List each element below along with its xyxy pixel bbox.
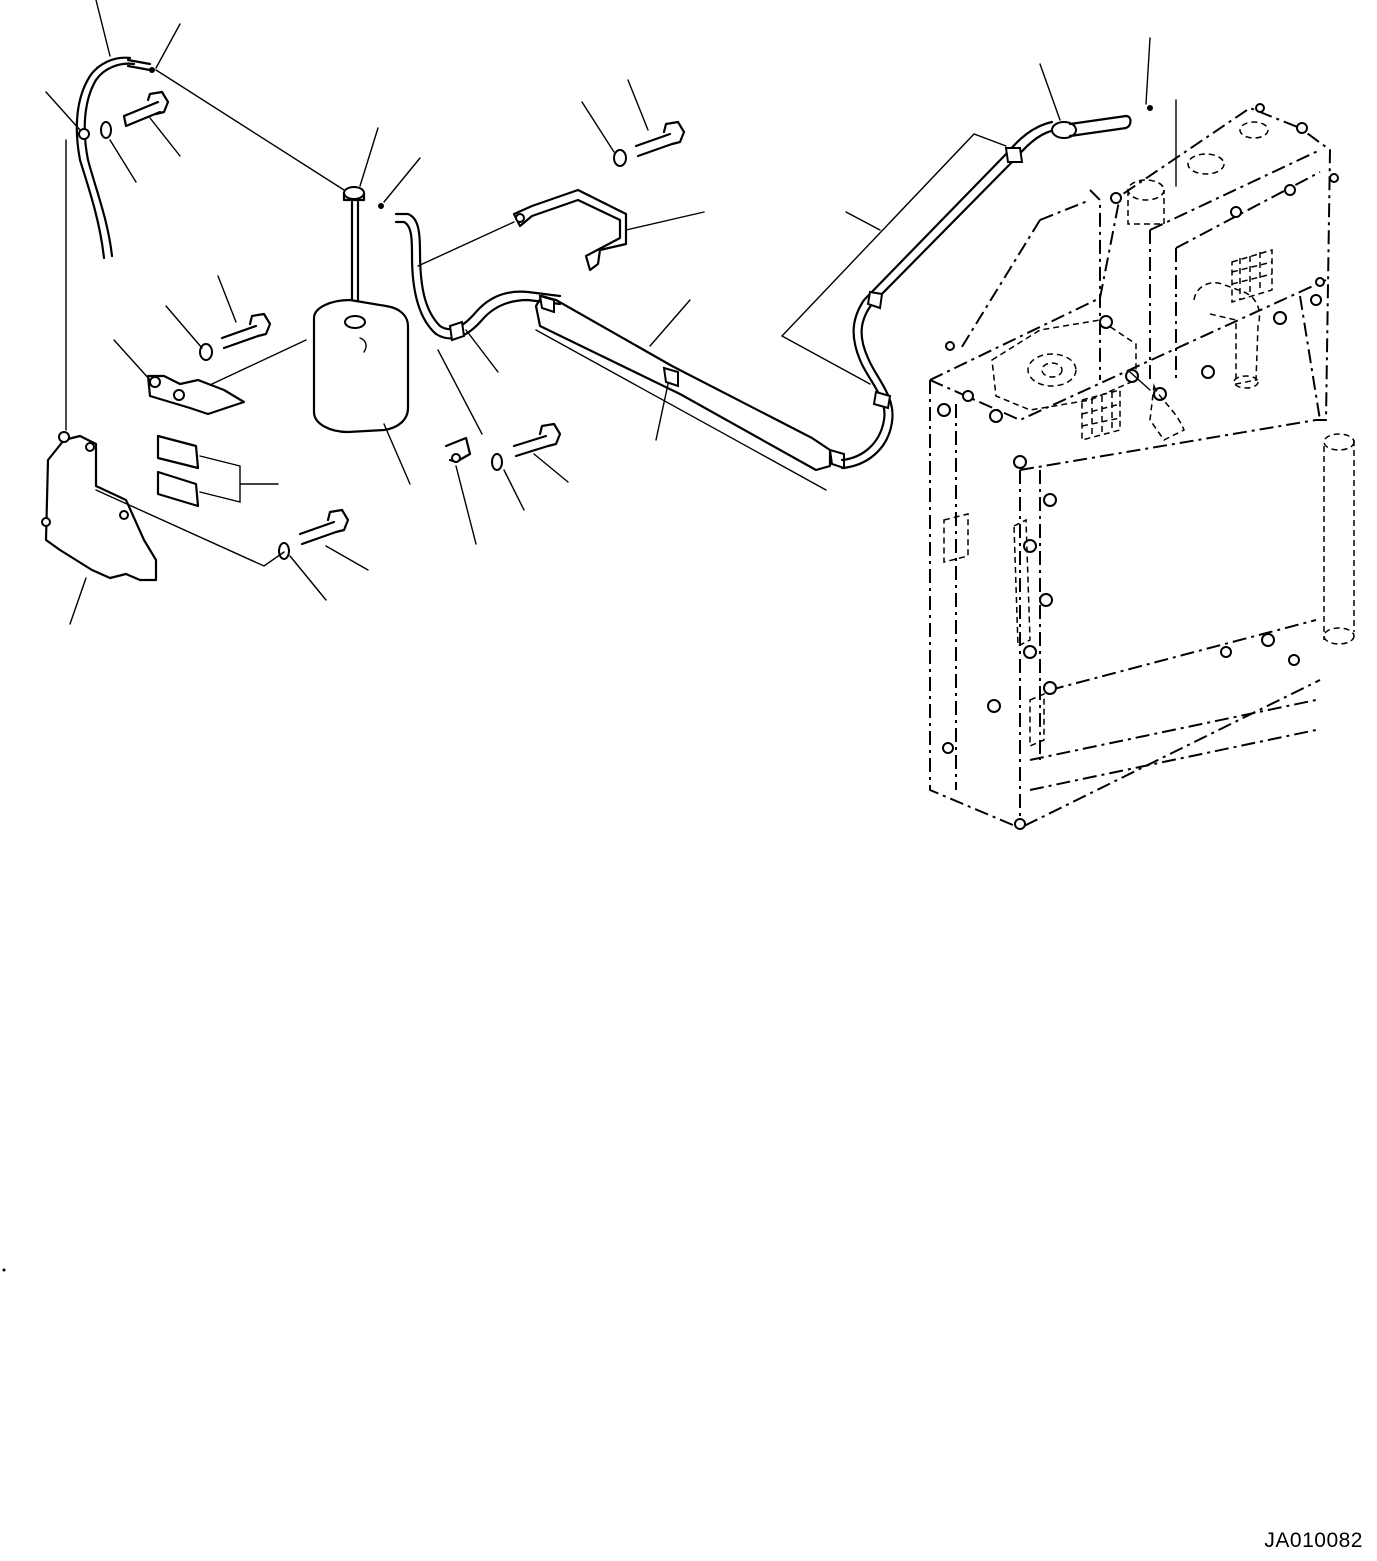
tank-cap-grommet: [342, 186, 384, 302]
stray-mark: [2, 1268, 6, 1272]
clamp-mid: [437, 349, 562, 471]
washer-hose-middle: [394, 212, 562, 342]
radiator-assembly: [929, 103, 1355, 830]
mounting-bracket-left: [41, 139, 158, 582]
washer-hose-upper: [75, 56, 155, 260]
washer-hose-right: [840, 105, 1153, 470]
drawing-code: JA010082: [1264, 1529, 1363, 1552]
bolt-left-mid: [199, 312, 272, 361]
rubber-pads: [156, 434, 279, 508]
bolt-upper-left: [100, 90, 170, 139]
washer-tank: [312, 298, 410, 434]
bolt-left-low: [278, 508, 350, 560]
hose-guard-long: [534, 294, 845, 491]
leader-lines: [45, 0, 1177, 625]
hose-bracket-upper: [512, 120, 686, 272]
plate-small: [146, 374, 246, 416]
